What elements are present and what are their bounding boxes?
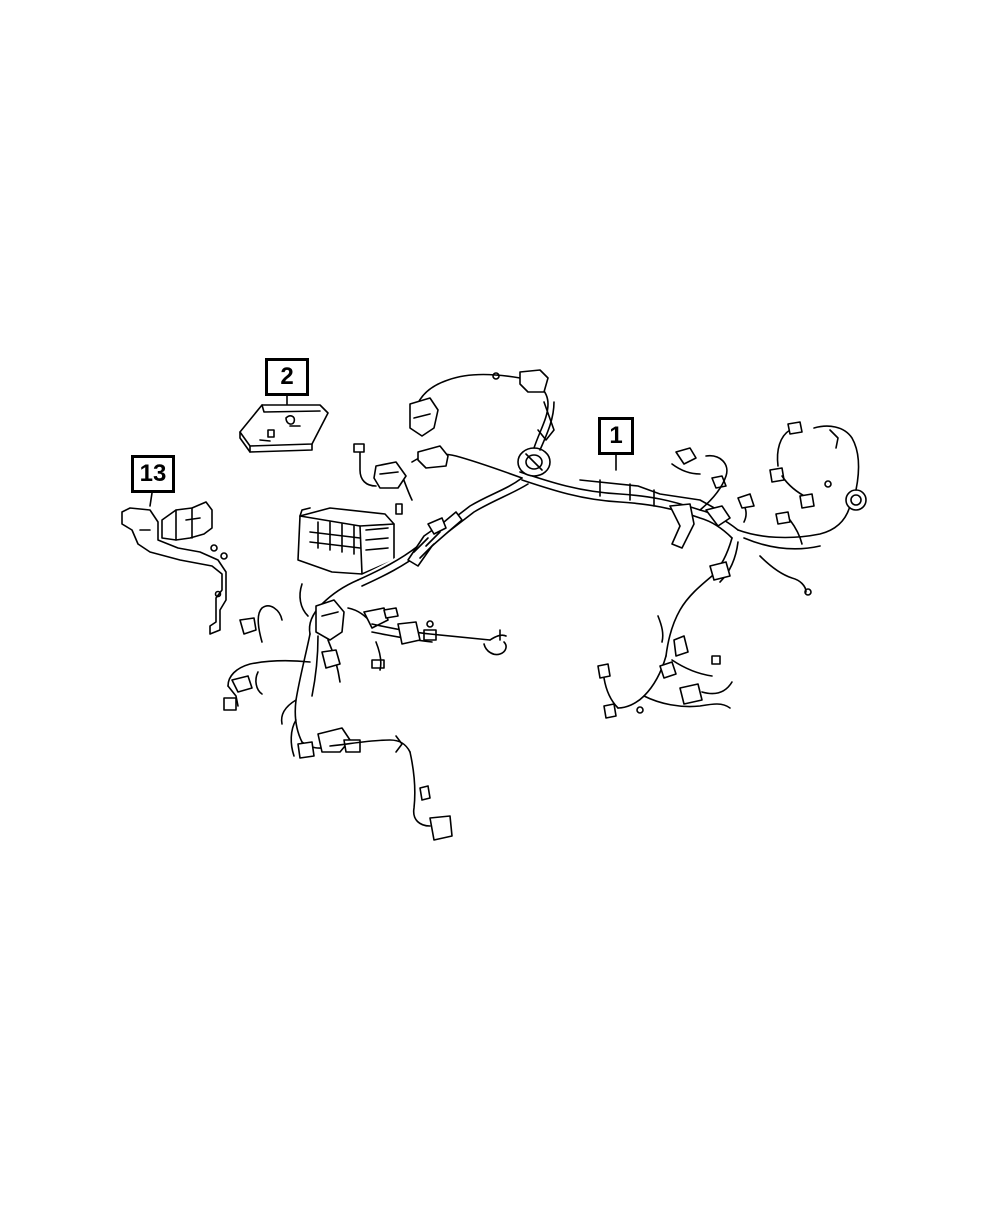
leader-lines: [149, 395, 617, 507]
callout-2: 2: [265, 358, 309, 396]
wiring-harness: [223, 369, 867, 841]
mounting-bracket: [121, 501, 228, 635]
fuse-box-cover: [239, 404, 329, 453]
callout-13: 13: [131, 455, 175, 493]
callout-1: 1: [598, 417, 634, 455]
fuse-relay-center: [297, 507, 395, 575]
